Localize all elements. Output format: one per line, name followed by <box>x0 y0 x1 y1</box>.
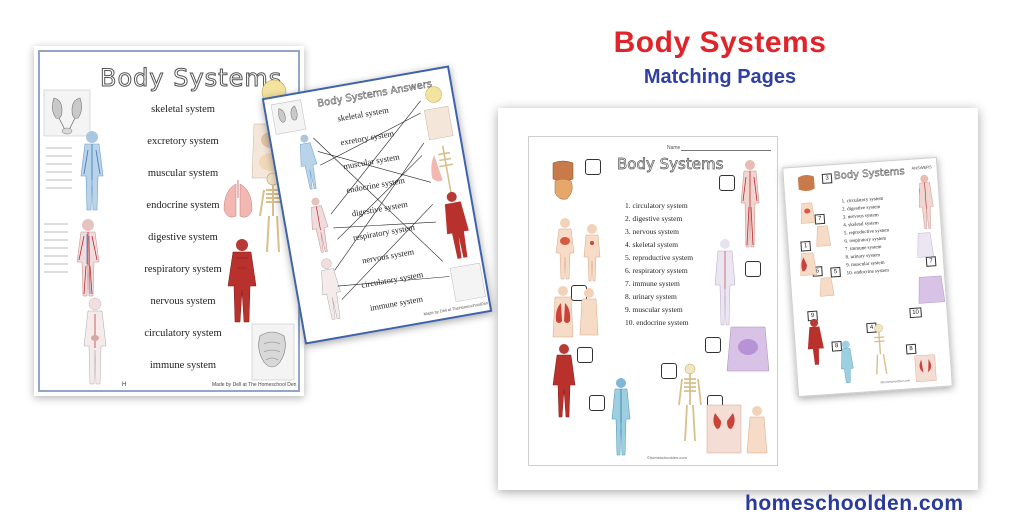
answer-box[interactable] <box>585 159 601 175</box>
name-line <box>681 150 771 151</box>
list-item: 5. reproductive system <box>625 253 694 262</box>
kidney-illustration <box>43 89 91 137</box>
list-item: 8. urinary system <box>625 292 677 301</box>
numbered-page: Name Body Systems <box>528 136 778 466</box>
headline: Body Systems Matching Pages <box>560 26 880 89</box>
list-item: digestive system <box>148 232 218 243</box>
list-item: 6. respiratory system <box>625 266 688 275</box>
list-item: muscular system <box>147 168 219 179</box>
muscle-figure-illustration <box>227 239 257 323</box>
name-label: Name <box>667 145 681 151</box>
matching-page-title: Body Systems <box>99 64 283 93</box>
numbered-page-title: Body Systems <box>617 155 724 174</box>
small-page-illustrations <box>797 174 946 383</box>
label-lines-left-1 <box>46 147 72 189</box>
answers-page: Body Systems Answers <box>261 65 493 345</box>
answer-box[interactable] <box>745 261 761 277</box>
answers-vascular-illustration <box>311 197 329 253</box>
matching-system-list: skeletal system excretory system muscula… <box>128 104 238 392</box>
list-item: skeletal system <box>151 104 215 115</box>
gland-figure-illustration <box>583 224 601 282</box>
matching-page: Body Systems <box>38 50 300 392</box>
list-item: 7. immune system <box>625 279 680 288</box>
list-item: endocrine system <box>146 200 220 211</box>
list-item: 1. circulatory system <box>625 201 688 210</box>
answer-connector-lines <box>313 100 450 300</box>
vascular-figure-illustration <box>76 219 100 297</box>
answers-circulatory-illustration <box>300 134 318 190</box>
list-item: nervous system <box>150 296 216 307</box>
answers-kidney-illustration <box>270 99 307 135</box>
list-item: respiratory system <box>144 264 222 275</box>
headline-title: Body Systems <box>613 26 827 59</box>
site-url: homeschoolden.com <box>745 492 964 515</box>
list-item: 10. endocrine system <box>625 318 689 327</box>
list-item: 9. muscular system <box>625 305 683 314</box>
headline-subtitle: Matching Pages <box>643 66 797 88</box>
kidney-figures-illustration <box>706 404 768 454</box>
answer-box[interactable] <box>719 175 735 191</box>
page-number: H <box>122 382 127 388</box>
list-item: excretory system <box>147 136 219 147</box>
nervous-figure-illustration <box>611 378 631 456</box>
lungs-illustration <box>223 180 253 218</box>
answer-box[interactable] <box>577 347 593 363</box>
answer-box[interactable] <box>661 363 677 379</box>
list-item: 4. skeletal system <box>625 240 679 249</box>
list-item: 3. nervous system <box>625 227 679 236</box>
skeleton-illustration <box>678 363 702 442</box>
numbered-system-list: 1. circulatory system 2. digestive syste… <box>625 199 693 329</box>
list-item: circulatory system <box>144 328 222 339</box>
female-figure-illustration <box>83 297 107 385</box>
female-organs-illustration <box>555 218 575 280</box>
answers-right-illustrations <box>423 86 486 303</box>
answers-female-illustration <box>321 258 341 320</box>
circulatory-figure-illustration <box>80 131 104 211</box>
matching-page-footer: Made by Dell at The Homeschool Den <box>212 382 297 388</box>
small-system-list: 1. circulatory system 2. digestive syste… <box>841 195 892 278</box>
urinary-figure-illustration <box>714 239 736 326</box>
muscle-figure-illustration <box>552 344 576 418</box>
small-answers-page: Body Systems ANSWERS 3 2 7 1 6 5 7 9 10 … <box>782 156 953 398</box>
circulatory-figure-illustration <box>740 160 760 248</box>
list-item: 2. digestive system <box>625 214 683 223</box>
endocrine-torso-illustration <box>726 326 770 372</box>
numbered-page-footer: ©homeschoolden.com <box>647 455 687 460</box>
answer-box[interactable] <box>705 337 721 353</box>
digestive-organs-illustration <box>552 160 574 200</box>
lungs-figure-illustration <box>552 286 599 338</box>
list-item: immune system <box>149 360 217 371</box>
intestines-illustration <box>251 323 295 381</box>
label-lines-left-2 <box>44 223 68 273</box>
answer-box[interactable] <box>589 395 605 411</box>
